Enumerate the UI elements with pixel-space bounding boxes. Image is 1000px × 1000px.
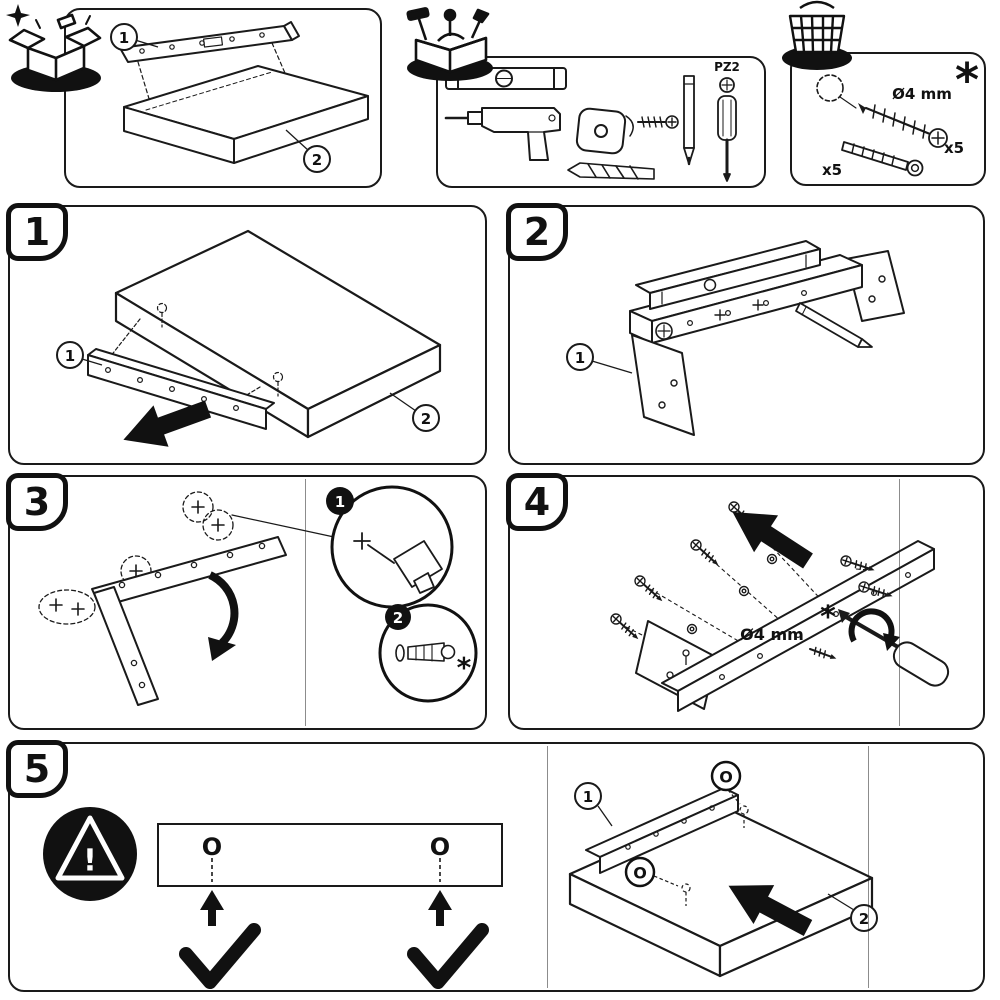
shelf-board-drawing <box>114 229 442 439</box>
rotate-arrow <box>208 571 239 661</box>
label-screw-drawing <box>809 646 837 659</box>
step-1-panel: 1 <box>6 203 487 465</box>
drill-detail-inset: 1 <box>326 485 454 609</box>
keyhole-callout-side: O <box>633 864 647 883</box>
hardware-footnote-mark: * <box>955 53 979 107</box>
fold-line <box>868 746 869 988</box>
footnote-mark: * <box>820 600 836 635</box>
shelf-part-drawing <box>123 65 369 164</box>
step-3-panel: 3 <box>6 473 487 730</box>
mount-shelf-drawing: O O 1 2 <box>568 760 878 978</box>
power-drill-drawing <box>444 107 561 161</box>
pilot-hole-mark <box>816 74 844 102</box>
drill-inset-label: 1 <box>335 493 345 511</box>
bracket-callout: 1 <box>583 788 593 806</box>
shelf-callout: 2 <box>421 410 431 428</box>
keyhole-slot-marks <box>653 789 749 906</box>
drill-bit-drawing <box>567 162 655 180</box>
screw-drawing <box>637 115 679 129</box>
screw-qty-label: x5 <box>944 139 964 157</box>
correct-check-mark <box>407 923 489 989</box>
bracket-drawing <box>629 250 905 436</box>
unboxing-icon <box>6 4 102 92</box>
sparkle-icon <box>6 4 30 27</box>
screw-diameter-label: Ø4 mm <box>740 625 804 644</box>
hardware-drawing: * <box>816 53 979 179</box>
shelf-callout: 2 <box>312 151 322 169</box>
remove-direction-arrow <box>123 400 212 447</box>
fold-line <box>899 479 900 726</box>
warning-mark: ! <box>83 844 97 879</box>
step-5-badge: 5 <box>6 740 68 798</box>
bracket-part-drawing <box>119 21 300 63</box>
bracket-drawing <box>91 536 287 706</box>
step-4-panel: 4 <box>506 473 985 730</box>
step1-callouts: 1 2 <box>56 341 440 432</box>
keyhole-label-left: O <box>202 833 222 861</box>
step-1-drawing: 1 2 <box>56 229 442 447</box>
shopping-basket-icon <box>782 0 852 70</box>
inset-2-badge <box>385 604 411 630</box>
fold-line <box>305 479 306 726</box>
step-4-drawing: Ø4 mm * <box>610 501 950 712</box>
keyhole-callout-top: O <box>719 768 733 787</box>
step-5-drawing: ! O O <box>43 760 878 989</box>
keyhole-label-right: O <box>430 833 450 861</box>
hook-up-arrows <box>200 890 452 926</box>
toolbox-icon <box>406 7 493 81</box>
mounting-screws <box>610 501 893 659</box>
plug-qty-label: x5 <box>822 161 842 179</box>
wall-plug-drawing <box>841 141 924 177</box>
mount-direction-arrow <box>732 511 813 569</box>
step-5-panel: 5 ! O O <box>6 740 985 992</box>
slide-direction-arrow <box>728 885 813 936</box>
screwdriver-bit-label: PZ2 <box>714 60 740 74</box>
plug-inset-label: 2 <box>393 609 403 627</box>
bracket-callout: 1 <box>65 347 75 365</box>
tools-drawing: PZ2 <box>444 60 740 182</box>
correct-check-mark <box>179 923 261 989</box>
plug-detail-inset: 2 * <box>378 603 478 703</box>
stud-detector-drawing <box>575 107 634 155</box>
shelf-callout: 2 <box>859 910 869 928</box>
alignment-guides <box>137 42 289 103</box>
screw-diameter-label: Ø4 mm <box>892 85 952 103</box>
drill-position-marks <box>38 491 335 625</box>
step-2-badge: 2 <box>506 203 568 261</box>
fold-line <box>547 746 548 988</box>
spirit-level-drawing <box>635 240 821 310</box>
step2-callouts: 1 <box>566 343 633 374</box>
tools-panel: PZ2 <box>436 56 766 188</box>
step-2-panel: 2 <box>506 203 985 465</box>
step-4-badge: 4 <box>506 473 568 531</box>
bracket-callout: 1 <box>575 349 585 367</box>
hardware-panel: * <box>790 52 986 186</box>
screw-rotation-arrow <box>848 608 900 651</box>
keyhole-plate-diagram: O O <box>157 823 503 989</box>
pencil-drawing <box>795 302 873 348</box>
parts-overview-drawing: 1 2 <box>110 21 369 173</box>
warning-icon: ! <box>43 807 137 901</box>
pz2-screwdriver-drawing <box>717 77 737 182</box>
washers <box>686 553 778 635</box>
parts-callouts: 1 2 <box>110 23 331 173</box>
pencil-drawing <box>683 75 695 166</box>
step-1-badge: 1 <box>6 203 68 261</box>
wall-screw-drawing <box>858 103 948 148</box>
step-3-drawing: 1 2 * <box>38 485 478 706</box>
bracket-callout: 1 <box>119 29 129 47</box>
step-2-drawing: 1 <box>566 240 905 436</box>
footnote-mark: * <box>457 651 472 684</box>
parts-overview-panel: 1 2 <box>64 8 382 188</box>
step-3-badge: 3 <box>6 473 68 531</box>
bracket-drawing <box>87 348 275 430</box>
inset-1-badge <box>326 487 354 515</box>
